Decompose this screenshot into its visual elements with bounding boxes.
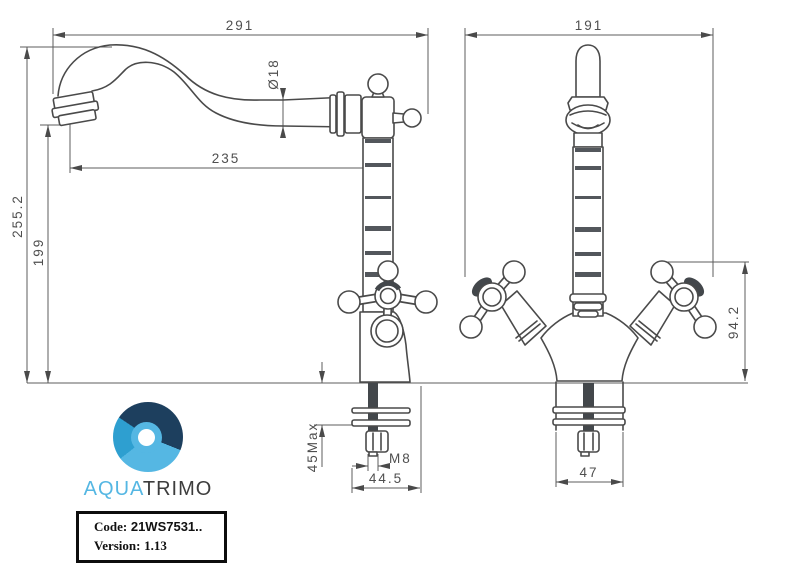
handle-hub [477,282,507,312]
front-spout-mount [569,293,607,303]
handle-union-right [629,290,676,346]
dim-45max: 45Max [305,422,320,473]
spout-mount-ring [336,91,345,137]
handle-bulb [693,315,717,339]
dimension-spout-diameter: Ø18 [266,58,286,138]
front-spout-mount [573,302,603,311]
front-view [459,44,717,457]
handle-hub [669,282,699,312]
dimension-side-total-height: 255.2 [10,46,112,383]
dim-diameter-18: Ø18 [266,58,281,90]
cross-handle-side [337,260,438,348]
washer-plate [351,407,411,414]
swirl-center-hole [138,429,155,446]
side-mounting-hardware [351,383,411,457]
dim-47: 47 [579,465,598,480]
dimension-thread-size: M8 [352,451,412,471]
version-row: Version: 1.13 [94,536,224,555]
side-view [51,44,438,457]
code-label: Code: [94,519,128,534]
brand-logo: AQUATRIMO [68,402,228,501]
dim-291: 291 [226,18,255,33]
handle-bulb [377,260,399,282]
handle-bulb [502,260,526,284]
washer-plate [552,418,626,426]
dimension-side-base-width: 44.5 [351,386,422,493]
cross-handle-right [650,260,717,339]
collar-ball [565,104,611,136]
version-label: Version: [94,538,141,553]
cross-handle-left [459,260,526,339]
handle-union-left [500,290,547,346]
dim-m8: M8 [389,451,412,466]
handle-bulb [414,290,438,314]
brand-wordmark: AQUATRIMO [68,478,228,501]
code-row: Code: 21WS7531.. [94,517,224,536]
brand-logo-swirl-icon [113,402,183,472]
spout-mount-ring [329,94,337,134]
spout-mount-collar [344,94,362,134]
spout-outer-curve [57,44,349,101]
brand-word-aqua: AQUA [83,478,143,500]
version-value: 1.13 [144,538,167,553]
front-spout-mount [577,310,599,318]
dim-94-2: 94.2 [726,305,741,339]
brand-word-trimo: TRIMO [142,478,213,500]
dim-255-2: 255.2 [10,194,25,238]
side-knob-ball [402,108,422,128]
dimension-deck-thickness-max: 45Max [305,362,354,472]
dimension-side-spout-height: 199 [31,124,64,383]
dim-191: 191 [575,18,604,33]
dimension-front-base-width: 47 [555,432,624,487]
spout-inner-curve [91,61,349,128]
mounting-nut [577,430,600,453]
dim-44-5: 44.5 [369,471,403,486]
handle-bulb [459,315,483,339]
washer-plate [351,419,411,427]
front-mounting-hardware [552,381,626,457]
dimension-front-total-width: 191 [464,18,714,277]
front-neck [573,132,603,148]
body-top-block [361,96,395,139]
dim-199: 199 [31,238,46,267]
info-box: Code: 21WS7531.. Version: 1.13 [76,511,227,563]
aerator [51,91,100,127]
code-value: 21WS7531.. [130,519,203,534]
mounting-nut [365,430,389,453]
stud-tip [368,451,378,457]
front-finial [575,44,601,98]
dimension-front-handle-height: 94.2 [664,261,749,381]
front-body-bell [540,312,639,382]
washer-plate [552,406,626,414]
handle-bulb [337,290,361,314]
dim-235: 235 [212,151,241,166]
finial-ball [367,73,389,95]
dimension-side-total-width: 291 [52,18,429,114]
stud-tip [580,451,590,457]
handle-bulb [650,260,674,284]
